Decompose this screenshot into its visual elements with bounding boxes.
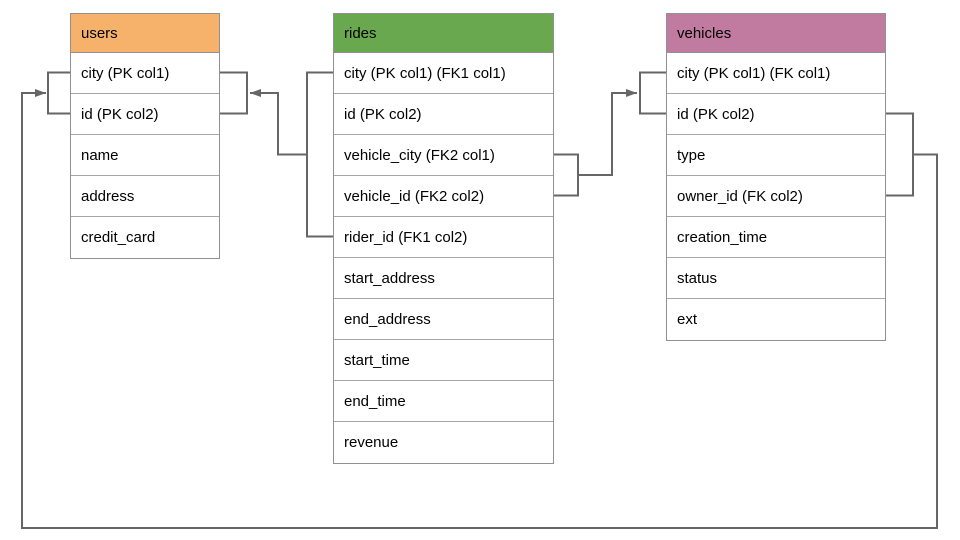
table-rides-row-8[interactable]: end_time	[334, 381, 553, 422]
table-users-header[interactable]: users	[71, 14, 219, 53]
column-label: address	[81, 187, 135, 205]
column-label: start_address	[344, 269, 435, 287]
table-vehicles-row-4[interactable]: creation_time	[667, 217, 885, 258]
column-label: ext	[677, 311, 698, 328]
column-label: rider_id (FK1 col2)	[344, 228, 468, 246]
table-vehicles-row-2[interactable]: type	[667, 135, 885, 176]
table-rides-row-3[interactable]: vehicle_id (FK2 col2)	[334, 176, 553, 217]
table-rides-row-6[interactable]: end_address	[334, 299, 553, 340]
table-users-title: users	[81, 24, 118, 42]
connector-rides-fk2-to-vehicles-pk-bracket[interactable]	[639, 71, 666, 115]
table-vehicles-row-6[interactable]: ext	[667, 299, 885, 340]
table-rides-row-7[interactable]: start_time	[334, 340, 553, 381]
connector-vehicles-fk-to-users-pk-line[interactable]	[21, 89, 938, 529]
table-rides-row-2[interactable]: vehicle_city (FK2 col1)	[334, 135, 553, 176]
table-rides-header[interactable]: rides	[334, 14, 553, 53]
table-vehicles-row-5[interactable]: status	[667, 258, 885, 299]
table-vehicles-row-0[interactable]: city (PK col1) (FK col1)	[667, 53, 885, 94]
table-vehicles-row-1[interactable]: id (PK col2)	[667, 94, 885, 135]
table-vehicles-header[interactable]: vehicles	[667, 14, 885, 53]
column-label: creation_time	[677, 228, 768, 246]
column-label: type	[677, 146, 706, 164]
table-vehicles[interactable]: vehicles city (PK col1) (FK col1) id (PK c…	[666, 13, 886, 341]
connector-vehicles-fk-to-users-pk-bracket[interactable]	[47, 71, 70, 115]
table-rides-title: rides	[344, 24, 377, 42]
column-label: id (PK col2)	[677, 105, 755, 123]
column-label: id (PK col2)	[81, 105, 159, 123]
column-label: city (PK col1) (FK1 col1)	[344, 64, 506, 82]
column-label: revenue	[344, 434, 399, 451]
table-users-row-4[interactable]: credit_card	[71, 217, 219, 258]
table-rides-row-5[interactable]: start_address	[334, 258, 553, 299]
table-rides-row-1[interactable]: id (PK col2)	[334, 94, 553, 135]
connector-rides-fk1-to-users-pk-line[interactable]	[250, 89, 307, 156]
table-rides-row-9[interactable]: revenue	[334, 422, 553, 463]
column-label: start_time	[344, 351, 410, 369]
column-label: end_time	[344, 392, 406, 410]
table-users-row-0[interactable]: city (PK col1)	[71, 53, 219, 94]
table-rides-row-0[interactable]: city (PK col1) (FK1 col1)	[334, 53, 553, 94]
connector-rides-fk1-to-users-pk-bracket[interactable]	[220, 71, 248, 115]
table-rides-row-4[interactable]: rider_id (FK1 col2)	[334, 217, 553, 258]
table-users-row-2[interactable]: name	[71, 135, 219, 176]
column-label: vehicle_id (FK2 col2)	[344, 187, 485, 205]
table-users-row-3[interactable]: address	[71, 176, 219, 217]
column-label: end_address	[344, 310, 431, 328]
table-vehicles-title: vehicles	[677, 24, 732, 42]
table-users-row-1[interactable]: id (PK col2)	[71, 94, 219, 135]
column-label: vehicle_city (FK2 col1)	[344, 146, 495, 164]
column-label: id (PK col2)	[344, 105, 422, 123]
column-label: credit_card	[81, 229, 156, 246]
column-label: city (PK col1)	[81, 64, 170, 82]
connector-rides-fk2-to-vehicles-pk-line[interactable]	[578, 89, 637, 176]
table-rides[interactable]: rides city (PK col1) (FK1 col1) id (PK col…	[333, 13, 554, 464]
column-label: city (PK col1) (FK col1)	[677, 64, 831, 82]
table-users[interactable]: users city (PK col1) id (PK col2) name addre…	[70, 13, 220, 259]
column-label: status	[677, 269, 718, 287]
table-vehicles-row-3[interactable]: owner_id (FK col2)	[667, 176, 885, 217]
column-label: owner_id (FK col2)	[677, 187, 803, 205]
column-label: name	[81, 146, 119, 164]
